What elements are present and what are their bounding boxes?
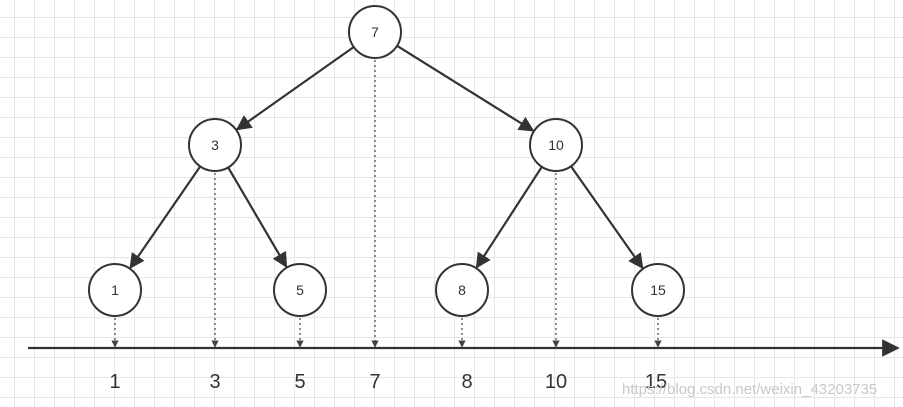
watermark-text: https://blog.csdn.net/weixin_43203735 — [622, 381, 877, 398]
node-label: 7 — [371, 24, 379, 40]
tree-node-8: 8 — [435, 263, 489, 317]
axis-label-3: 3 — [209, 371, 220, 393]
tree-node-15: 15 — [631, 263, 685, 317]
node-circle — [88, 263, 142, 317]
node-label: 3 — [211, 137, 219, 153]
tree-edge-n7-n3 — [235, 46, 355, 131]
axis-label-7: 7 — [369, 371, 380, 393]
tree-edge-n10-n15 — [570, 165, 644, 270]
node-circle — [273, 263, 327, 317]
node-circle — [188, 118, 242, 172]
tree-node-7: 7 — [348, 5, 402, 59]
axis-label-10: 10 — [545, 371, 567, 393]
node-label: 8 — [458, 282, 466, 298]
tree-node-3: 3 — [188, 118, 242, 172]
tree-node-10: 10 — [529, 118, 583, 172]
tree-edge-n10-n8 — [475, 166, 543, 269]
node-circle — [529, 118, 583, 172]
tree-node-5: 5 — [273, 263, 327, 317]
node-label: 1 — [111, 282, 119, 298]
node-circle — [631, 263, 685, 317]
axis-label-8: 8 — [461, 371, 472, 393]
node-circle — [435, 263, 489, 317]
axis-label-1: 1 — [109, 371, 120, 393]
axis-label-5: 5 — [294, 371, 305, 393]
tree-edge-n7-n10 — [396, 44, 535, 132]
node-label: 15 — [650, 282, 666, 298]
tree-edge-n3-n5 — [227, 166, 288, 269]
node-label: 10 — [548, 137, 564, 153]
node-label: 5 — [296, 282, 304, 298]
node-circle — [348, 5, 402, 59]
tree-node-1: 1 — [88, 263, 142, 317]
axis-label-15: 15 — [645, 371, 667, 393]
tree-edge-n3-n1 — [129, 165, 202, 270]
